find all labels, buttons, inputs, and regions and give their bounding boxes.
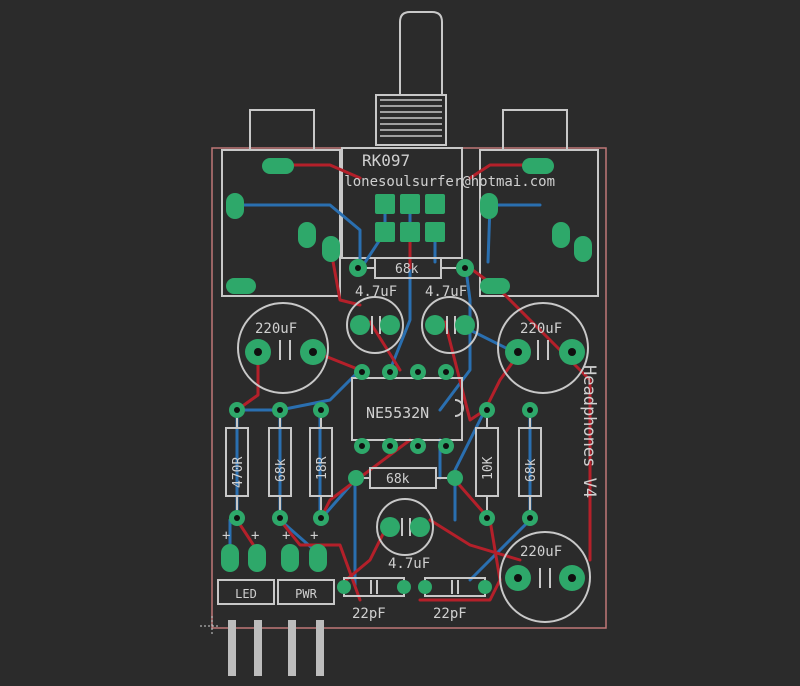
cap-220uf-bottom <box>499 531 591 623</box>
label-pot: RK097 <box>362 151 410 170</box>
header-led <box>217 579 275 676</box>
label-cap-4u7-left: 4.7uF <box>355 284 397 300</box>
jack-left <box>221 109 341 297</box>
cap-4u7-left <box>346 296 404 354</box>
label-plus-2: + <box>251 528 259 544</box>
silkscreen-labels: RK097 lonesoulsurfer@hotmai.com 4.7uF 4.… <box>222 151 562 622</box>
label-resistor-10k: 10K <box>481 456 496 480</box>
label-resistor-18r: 18R <box>315 456 330 480</box>
ic-ne5532n <box>351 377 464 441</box>
cap-22pf-right <box>424 577 486 597</box>
label-resistor-68k-b: 68k <box>524 458 539 482</box>
label-cap-4u7-right: 4.7uF <box>425 284 467 300</box>
cap-220uf-right <box>497 302 589 394</box>
label-plus-1: + <box>222 528 230 544</box>
cap-220uf-left <box>237 302 329 394</box>
label-plus-4: + <box>310 528 318 544</box>
label-cap-22pf-left: 22pF <box>352 606 386 622</box>
label-resistor-68k-a: 68k <box>274 458 289 482</box>
cap-4u7-bottom <box>376 498 434 556</box>
label-resistor-68k-mid: 68k <box>386 472 410 487</box>
label-resistor-470r: 470R <box>231 457 246 488</box>
label-cap-22pf-right: 22pF <box>433 606 467 622</box>
label-pwr: PWR <box>295 587 317 601</box>
header-pwr <box>277 579 335 676</box>
label-email: lonesoulsurfer@hotmai.com <box>344 174 555 190</box>
label-led: LED <box>235 587 257 601</box>
label-cap-220uf-right: 220uF <box>520 321 562 337</box>
label-board-title: Headphones V4 <box>579 365 599 498</box>
top-traces <box>235 163 592 602</box>
label-resistor-68k-top: 68k <box>395 262 419 277</box>
label-plus-3: + <box>282 528 290 544</box>
origin-marker <box>200 616 220 636</box>
label-cap-220uf-left: 220uF <box>255 321 297 337</box>
label-cap-220uf-bottom: 220uF <box>520 544 562 560</box>
pads <box>221 158 592 594</box>
label-ic: NE5532N <box>366 404 429 422</box>
potentiometer-body <box>341 11 463 259</box>
drills <box>234 265 576 582</box>
label-cap-4u7-bottom: 4.7uF <box>388 556 430 572</box>
jack-right <box>479 109 599 297</box>
